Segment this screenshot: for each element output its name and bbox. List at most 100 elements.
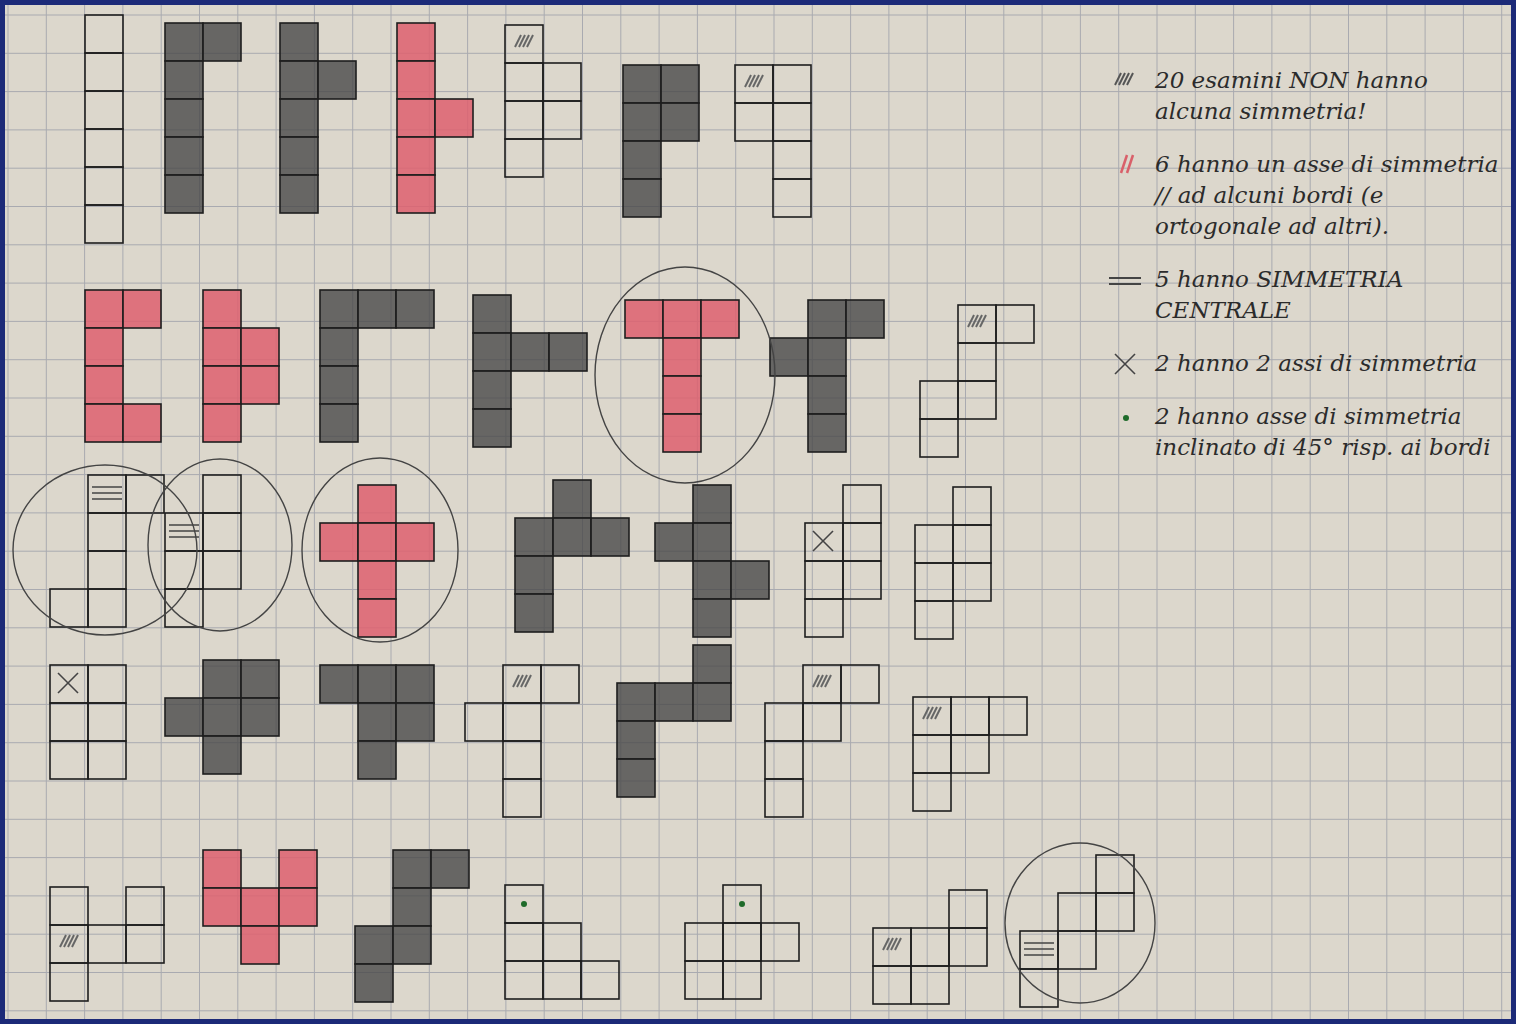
hexomino-cell [85,15,123,53]
hexomino-cell [543,923,581,961]
hexomino-cell [241,366,279,404]
grid-line [1042,5,1043,1019]
hexomino-cell [515,556,553,594]
hexomino-cell [623,103,661,141]
hexomino-cell [661,65,699,103]
hexomino [915,487,991,639]
legend-symbol [1103,266,1147,294]
hexomino-cell [88,589,126,627]
hexomino-cell [203,404,241,442]
symmetry-mark [1121,155,1133,173]
hexomino-cell [503,741,541,779]
circle-highlight [148,459,292,631]
hexomino-cell [85,205,123,243]
hexomino-cell [435,99,473,137]
hexomino-cell [505,63,543,101]
hexomino-cell [85,328,123,366]
hexomino-cell [846,300,884,338]
hexomino-cell [85,167,123,205]
hexomino-cell [735,103,773,141]
symmetry-mark [739,901,745,907]
hexomino-cell [320,290,358,328]
hexomino-cell [358,485,396,523]
hexomino-cell [358,523,396,561]
hexomino-cell [280,99,318,137]
hexomino-cell [473,371,511,409]
hexomino [85,290,161,442]
hexomino-cell [911,966,949,1004]
hexomino-cell [723,923,761,961]
hexomino-cell [320,328,358,366]
grid-line [850,5,851,1019]
hexomino-cell [915,563,953,601]
symmetry-mark [813,531,833,551]
legend-entry: 2 hanno asse di simmetria inclinato di 4… [1155,401,1500,463]
hexomino-cell [920,419,958,457]
hexomino-cell [50,665,88,703]
hexomino [735,65,811,217]
legend-symbol [1103,67,1147,95]
hexomino-cell [693,523,731,561]
hexomino-cell [623,141,661,179]
hexomino-cell [693,683,731,721]
hexomino-cell [1096,893,1134,931]
hexomino-cell [505,923,543,961]
hexomino-cell [393,926,431,964]
grid-line [5,15,1511,16]
hexomino-cell [841,665,879,703]
hexomino-cell [843,485,881,523]
hexomino-cell [465,703,503,741]
hexomino-cell [123,290,161,328]
hexomino-cell [393,850,431,888]
hexomino-cell [1058,931,1096,969]
hexomino-cell [731,561,769,599]
hexomino [355,850,469,1002]
hexomino-cell [655,523,693,561]
grid-line [812,5,813,1019]
hexomino-cell [358,665,396,703]
hexomino-cell [958,305,996,343]
hexomino-cell [358,599,396,637]
grid-line [5,1010,1511,1011]
symmetry-mark [968,315,986,327]
hexomino-cell [88,513,126,551]
hexomino [165,660,279,774]
symmetry-mark [515,35,533,47]
hexomino-cell [808,376,846,414]
grid [5,5,1511,1019]
legend: 20 esamini NON hanno alcuna simmetria!6 … [1155,65,1500,463]
hexomino-cell [85,91,123,129]
hexomino-cell [320,523,358,561]
hexomino-cell [318,61,356,99]
grid-line [1003,5,1004,1019]
hexomino-cell [355,926,393,964]
hexomino-cell [165,61,203,99]
hexomino-cell [805,599,843,637]
hexomino-cell [396,290,434,328]
grid-line [735,5,736,1019]
hexomino-cell [50,741,88,779]
grid-line [161,5,162,1019]
grid-line [888,5,889,1019]
legend-text: 6 hanno un asse di simmetria // ad alcun… [1155,151,1499,239]
hexomino-cell [203,660,241,698]
legend-text: 2 hanno asse di simmetria inclinato di 4… [1155,403,1491,460]
hexomino-cell [123,404,161,442]
hexomino-cell [873,928,911,966]
hexomino-cell [88,703,126,741]
hexomino-cell [85,53,123,91]
hexomino-cell [663,300,701,338]
hexomino-cell [165,23,203,61]
grid-line [5,781,1511,782]
hexomino-cell [808,300,846,338]
hexomino-cell [355,964,393,1002]
hexomino-cell [773,141,811,179]
symmetry-mark [745,75,763,87]
hexomino-cell [85,404,123,442]
hexomino [765,665,879,817]
hexomino-cell [693,485,731,523]
hexomino-cell [397,23,435,61]
hexomino-cell [393,888,431,926]
legend-symbol [1103,151,1147,179]
hexomino-cell [958,343,996,381]
